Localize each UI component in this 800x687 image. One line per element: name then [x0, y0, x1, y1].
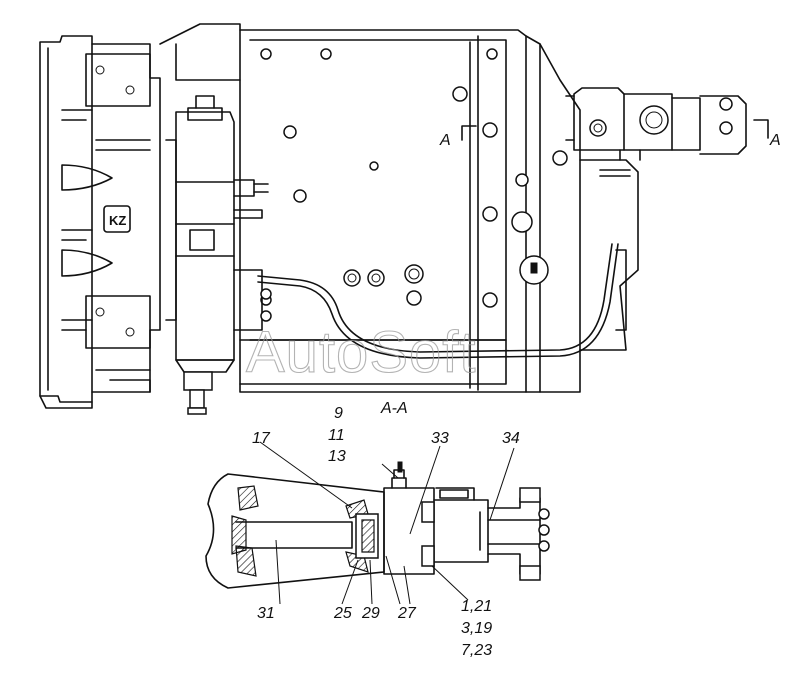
section-marker-right: A — [753, 119, 781, 149]
gearbox-main-case — [159, 23, 639, 393]
callout-25: 25 — [333, 605, 352, 622]
maker-logo: KZ — [109, 213, 126, 228]
leader-lines — [259, 441, 515, 605]
callout-3-19: 3,19 — [461, 620, 492, 637]
callout-7-23: 7,23 — [461, 642, 492, 659]
gearbox-assembly-view: KZ — [39, 23, 781, 415]
section-letter-left: A — [439, 132, 451, 149]
section-title: A-A — [380, 400, 408, 417]
callout-29: 29 — [361, 605, 380, 622]
callout-9: 9 — [334, 405, 343, 422]
callout-31: 31 — [257, 605, 275, 622]
clutch-housing-flange: KZ — [39, 35, 161, 409]
watermark-text: AutoSoft — [246, 320, 476, 385]
callout-17: 17 — [252, 430, 271, 447]
callout-33: 33 — [431, 430, 449, 447]
section-a-a-view — [205, 461, 550, 589]
valve-assembly — [165, 95, 272, 415]
section-marker-left: A — [439, 125, 477, 149]
callout-34: 34 — [502, 430, 520, 447]
callout-labels: 9 11 13 17 33 34 31 25 29 27 1,21 3,19 7… — [252, 405, 520, 659]
range-valve — [565, 87, 747, 161]
callout-13: 13 — [328, 448, 346, 465]
callout-27: 27 — [397, 605, 417, 622]
air-pipe — [257, 243, 619, 359]
callout-1-21: 1,21 — [461, 598, 492, 615]
section-letter-right: A — [769, 132, 781, 149]
callout-11: 11 — [328, 427, 345, 444]
